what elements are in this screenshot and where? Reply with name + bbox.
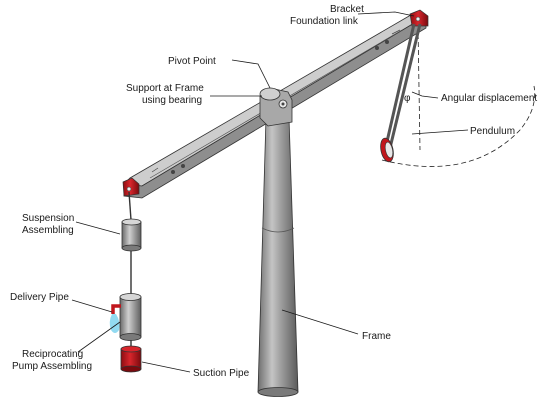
suction-pipe (120, 345, 142, 373)
label-phi: φ (404, 93, 411, 104)
label-bracket: Bracket (330, 4, 364, 15)
suspension-cylinder (121, 218, 142, 252)
labels: Bracket Foundation link Pivot Point Supp… (10, 4, 537, 379)
vertical-reference-line (417, 25, 421, 151)
label-reciprocating: Reciprocating (22, 349, 83, 360)
right-bracket (409, 9, 429, 27)
left-bracket (122, 177, 140, 197)
label-assembling: Assembling (22, 225, 74, 236)
pendulum (380, 23, 422, 163)
pivot-bearing (259, 87, 293, 127)
suspension-rod-upper (128, 191, 132, 221)
label-support-at-frame: Support at Frame (126, 83, 204, 94)
leader-lines (71, 11, 469, 373)
label-suction-pipe: Suction Pipe (193, 368, 250, 379)
swing-arc (381, 85, 536, 167)
delivery-pipe (109, 304, 121, 333)
frame-column (257, 117, 299, 397)
label-frame: Frame (362, 331, 391, 342)
label-using-bearing: using bearing (142, 95, 202, 106)
label-delivery-pipe: Delivery Pipe (10, 292, 69, 303)
label-foundation-link: Foundation link (290, 16, 359, 27)
label-pivot-point: Pivot Point (168, 56, 216, 67)
label-angular-displacement: Angular displacement (441, 93, 537, 104)
label-pump-assembling: Pump Assembling (12, 361, 92, 372)
label-pendulum: Pendulum (470, 126, 515, 137)
label-suspension: Suspension (22, 213, 74, 224)
pump-cylinder (119, 293, 142, 341)
